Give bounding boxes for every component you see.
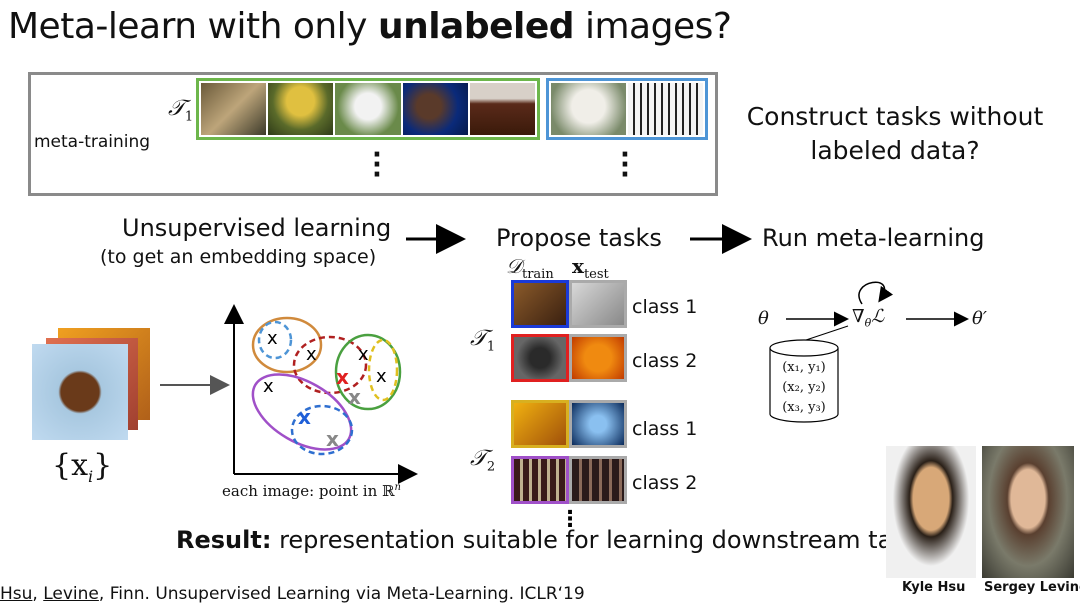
thumb-dog: [335, 83, 401, 135]
data-cylinder-top: [769, 339, 839, 357]
point-gray-1: x: [348, 385, 361, 409]
class-label-t2-c2: class 2: [632, 472, 698, 494]
data-cylinder: [769, 348, 839, 423]
step-unsupervised-sub: (to get an embedding space): [100, 246, 377, 268]
class-label-t2-c1: class 1: [632, 418, 698, 440]
test-cell-t1-c2: [569, 334, 627, 382]
test-cell-t2-c2: [569, 456, 627, 504]
thumb-singer: [402, 83, 468, 135]
train-cell-t1-c2: [511, 334, 569, 382]
gradient-loss: ∇θℒ: [852, 306, 885, 330]
input-image-front: [32, 344, 128, 440]
cluster-red: [292, 335, 368, 395]
point-2: x: [306, 344, 317, 365]
result-line: Result: representation suitable for lear…: [176, 526, 932, 554]
support-data: (x₁, y₁) (x₂, y₂) (x₃, y₃): [782, 360, 826, 415]
point-blue: x: [298, 405, 311, 429]
test-cell-t2-c1: [569, 400, 627, 448]
thumb-piano: [469, 83, 536, 135]
point-4: x: [376, 366, 387, 387]
class-label-t1-c1: class 1: [632, 296, 698, 318]
train-cell-t1-c1: [511, 280, 569, 328]
grid-ellipsis: ⋮: [559, 507, 581, 532]
thumb-bird: [201, 83, 267, 135]
step-propose: Propose tasks: [496, 224, 662, 252]
name-kyle-hsu: Kyle Hsu: [902, 580, 966, 595]
step-unsupervised: Unsupervised learning: [122, 214, 392, 242]
cluster-purple: [251, 373, 353, 451]
ellipsis-test: ···: [620, 140, 630, 190]
test-cell-t1-c1: [569, 280, 627, 328]
cluster-green: [334, 333, 402, 411]
embedding-x-label: each image: point in ℝn: [222, 482, 401, 500]
task-symbol-grid-t1: 𝒯1: [470, 326, 496, 355]
point-gray-2: x: [326, 427, 339, 451]
author-link-hsu[interactable]: Hsu: [0, 584, 33, 604]
photo-sergey-levine: [982, 446, 1074, 578]
construct-question: Construct tasks without labeled data?: [746, 102, 1044, 165]
task-symbol-grid-t2: 𝒯2: [470, 446, 496, 475]
ellipsis-train: ···: [372, 140, 382, 190]
col-test-header: xtest: [572, 254, 609, 282]
train-images-group: [196, 78, 540, 140]
cluster-blue: [290, 404, 354, 456]
title-prefix: Meta-learn with only: [8, 6, 378, 47]
point-3: x: [358, 344, 369, 365]
point-red: x: [336, 365, 349, 389]
cluster-yellow: [367, 338, 399, 402]
task-symbol-t1: 𝒯1: [168, 96, 194, 125]
input-set-label: {xi}: [52, 448, 113, 486]
author-link-levine[interactable]: Levine: [43, 584, 99, 604]
thumb-mushroom: [268, 83, 334, 135]
test-images-group: [546, 78, 708, 140]
citation: Hsu, Levine, Finn. Unsupervised Learning…: [0, 584, 585, 604]
slide-title: Meta-learn with only unlabeled images?: [8, 6, 732, 47]
meta-training-label: meta-training: [34, 132, 151, 152]
train-cell-t2-c2: [511, 456, 569, 504]
name-sergey-levine: Sergey Levine: [984, 580, 1080, 595]
point-5: x: [263, 376, 274, 397]
class-label-t1-c2: class 2: [632, 350, 698, 372]
col-train-header: 𝒟train: [506, 254, 554, 282]
theta-out: θ′: [972, 308, 987, 329]
train-cell-t2-c1: [511, 400, 569, 448]
thumb-keys: [628, 83, 703, 135]
data-link: [805, 325, 849, 341]
cluster-blue-small: [257, 320, 293, 360]
theta-in: θ: [758, 308, 769, 329]
cluster-orange: [251, 316, 323, 374]
point-1: x: [267, 328, 278, 349]
step-run: Run meta-learning: [762, 224, 985, 252]
title-suffix: images?: [574, 6, 732, 47]
thumb-dog-2: [551, 83, 626, 135]
photo-kyle-hsu: [886, 446, 976, 578]
title-bold: unlabeled: [377, 6, 575, 47]
loop-arrow: [858, 281, 894, 305]
